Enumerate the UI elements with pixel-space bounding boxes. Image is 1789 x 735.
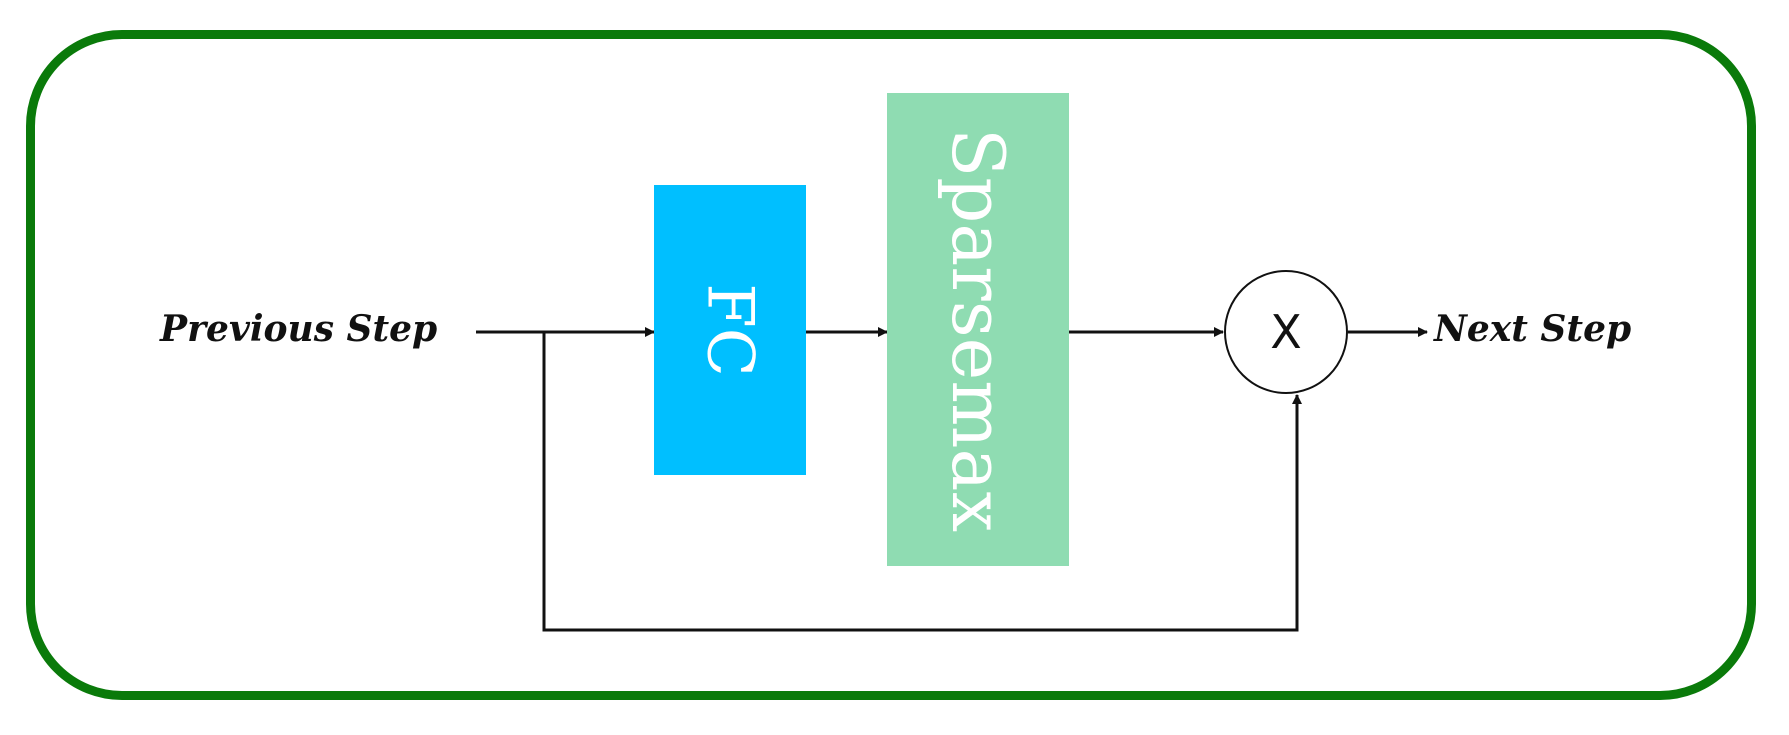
sparsemax-label: Sparsemax bbox=[936, 127, 1020, 532]
skip-connection-arrow bbox=[542, 332, 1302, 632]
multiply-node: X bbox=[1224, 270, 1348, 394]
sparsemax-block: Sparsemax bbox=[887, 93, 1069, 566]
output-label: Next Step bbox=[1434, 308, 1632, 350]
input-label: Previous Step bbox=[160, 308, 438, 350]
fc-block: FC bbox=[654, 185, 806, 475]
fc-label: FC bbox=[693, 283, 767, 377]
